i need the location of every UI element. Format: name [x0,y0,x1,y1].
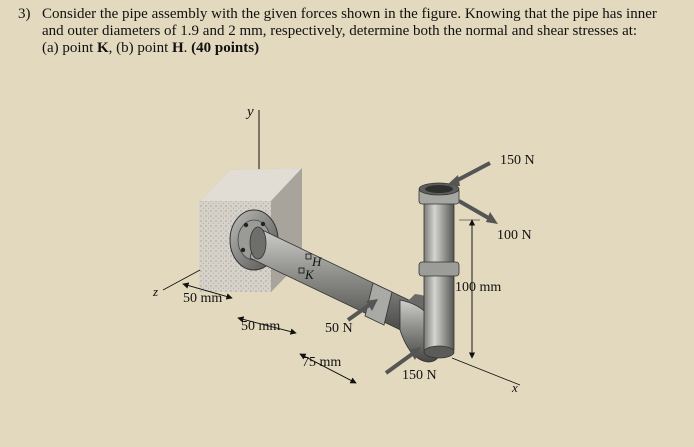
point-h-label: H [171,40,184,56]
problem-line-3: (a) point K, (b) point H. (40 points) [42,40,260,56]
x-axis-line [451,357,521,386]
dim-50mm-1-label: 50 mm [183,291,222,306]
force-mid-label: 50 N [325,321,353,336]
problem-statement: 3) Consider the pipe assembly with the g… [18,6,678,57]
point-k-label: K [96,40,109,56]
vertical-pipe [399,182,460,363]
force-side-arrow [458,199,493,222]
force-arrows [346,161,498,375]
dim-75mm-label: 75 mm [302,355,341,370]
problem-line-1: Consider the pipe assembly with the give… [42,6,657,22]
force-mid-arrow [346,301,374,322]
points-label: (40 points) [191,40,260,56]
y-axis-label: y [245,104,254,120]
dimension-lines [162,219,521,386]
problem-number: 3) [18,6,31,22]
point-h-marker-label: H [311,254,322,269]
x-axis-label: x [511,380,518,395]
point-markers: H K [298,253,322,282]
z-axis-line [162,269,201,291]
force-side-label: 100 N [497,228,532,243]
force-bottom-arrow [384,350,417,375]
z-axis-label: z [152,284,158,299]
point-k-marker-label: K [304,267,315,282]
force-bottom-label: 150 N [402,368,437,383]
force-top-label: 150 N [500,153,535,168]
dim-100mm-label: 100 mm [455,280,501,295]
problem-line-2: and outer diameters of 1.9 and 2 mm, res… [42,23,638,39]
dim-50mm-2-label: 50 mm [241,319,280,334]
